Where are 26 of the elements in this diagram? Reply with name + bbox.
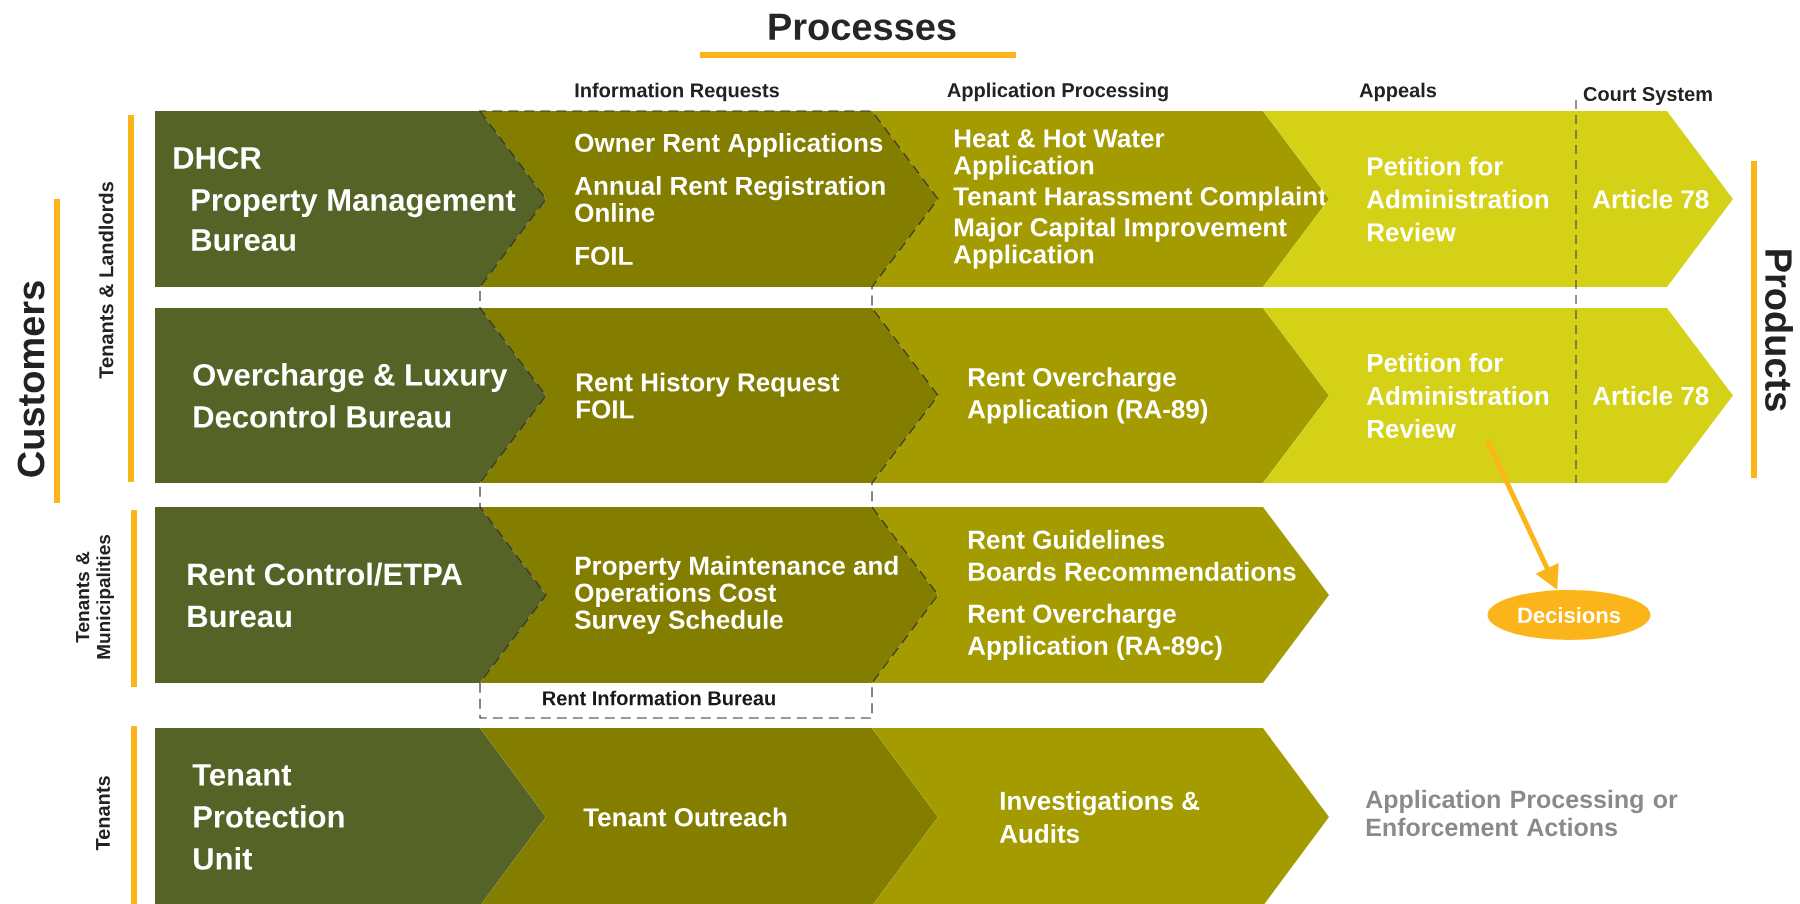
group-label: Tenants — [96, 776, 110, 851]
heading: Customers — [17, 281, 45, 477]
heading: Products — [1765, 250, 1793, 411]
column-heading: Court System — [1583, 86, 1712, 106]
chevron-box: Article 78 — [1576, 111, 1733, 287]
chevron-box: Overcharge & Luxury Decontrol Bureau — [155, 308, 546, 483]
node-label: Petition for Administration Review — [1366, 156, 1549, 242]
column-heading: Appeals — [1359, 82, 1437, 102]
column-heading: Information Requests — [575, 82, 779, 102]
chevron-box: Petition for Administration Review — [1263, 308, 1576, 483]
chevron-box: Article 78 — [1576, 308, 1733, 483]
chevron-box: Tenant Protection Unit — [155, 728, 546, 904]
node-label: Petition for Administration Review — [1366, 352, 1549, 439]
chevron-box: Property Maintenance and Operations Cost Survey Schedule — [480, 507, 938, 683]
node-label: Article 78 — [1592, 189, 1709, 209]
chevron-box: Rent Control/ETPA Bureau — [155, 507, 546, 683]
group-label: Tenants & Municipalities — [75, 534, 115, 659]
chevron-box: Tenant Outreach — [480, 728, 938, 904]
chevron-box: DHCR Property Management Bureau — [155, 111, 546, 287]
node-label: Article 78 — [1592, 385, 1709, 406]
outcome-note: Application Processing or Enforcement Actions — [1365, 789, 1678, 837]
group-label: Tenants & Landlords — [98, 182, 114, 379]
chevron-box: Rent Overcharge Application (RA-89) — [872, 308, 1329, 483]
column-heading: Application Processing — [947, 82, 1168, 102]
title: Processes — [769, 13, 956, 41]
chevron-box: Investigations & Audits — [872, 728, 1329, 904]
